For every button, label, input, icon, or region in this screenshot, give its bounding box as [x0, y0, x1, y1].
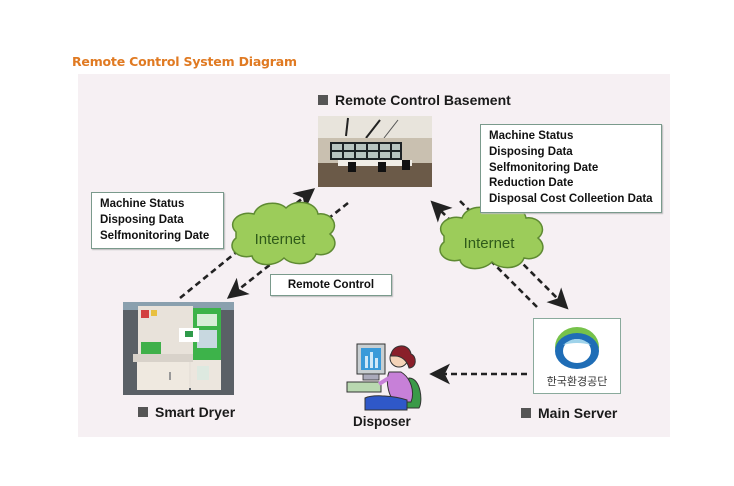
- bullet-square-icon: [521, 408, 531, 418]
- internet-cloud-right: [439, 205, 544, 270]
- info-line: Machine Status: [489, 130, 574, 142]
- server-logo-text: 한국환경공단: [546, 375, 608, 388]
- bullet-square-icon: [138, 407, 148, 417]
- info-line: Selfmonitoring Date: [489, 161, 599, 174]
- dryer-label: Smart Dryer: [138, 404, 235, 420]
- info-line: Disposing Data: [489, 145, 573, 158]
- smart-dryer-photo: [123, 302, 234, 395]
- info-line: Reduction Date: [489, 177, 574, 190]
- server-label: Main Server: [521, 405, 617, 421]
- internet-cloud-left: [231, 201, 336, 266]
- info-line: Disposal Cost Colleetion Data: [489, 193, 653, 206]
- internet-label-left: Internet: [255, 231, 307, 248]
- info-line: Selfmonitoring Date: [100, 229, 210, 242]
- smart-dryer-image: [123, 302, 234, 395]
- bullet-square-icon: [318, 95, 328, 105]
- internet-label-right: Internet: [464, 235, 516, 252]
- control-room-image: [318, 116, 432, 187]
- info-line: Disposing Data: [100, 213, 184, 226]
- disposer-clipart: [345, 338, 427, 414]
- kec-logo-icon: [555, 327, 599, 369]
- person-at-computer-icon: [346, 343, 422, 411]
- diagram-title: Remote Control System Diagram: [72, 54, 297, 69]
- basement-label: Remote Control Basement: [318, 92, 511, 108]
- dryer-data-list: Machine Status Disposing Data Selfmonito…: [91, 192, 225, 250]
- main-server-logo: 한국환경공단: [533, 318, 621, 394]
- control-room-photo: [318, 116, 432, 187]
- server-data-list: Machine Status Disposing Data Selfmonito…: [480, 124, 662, 213]
- remote-control-label: Remote Control: [270, 274, 392, 296]
- info-line: Machine Status: [100, 198, 185, 210]
- disposer-label: Disposer: [353, 414, 411, 429]
